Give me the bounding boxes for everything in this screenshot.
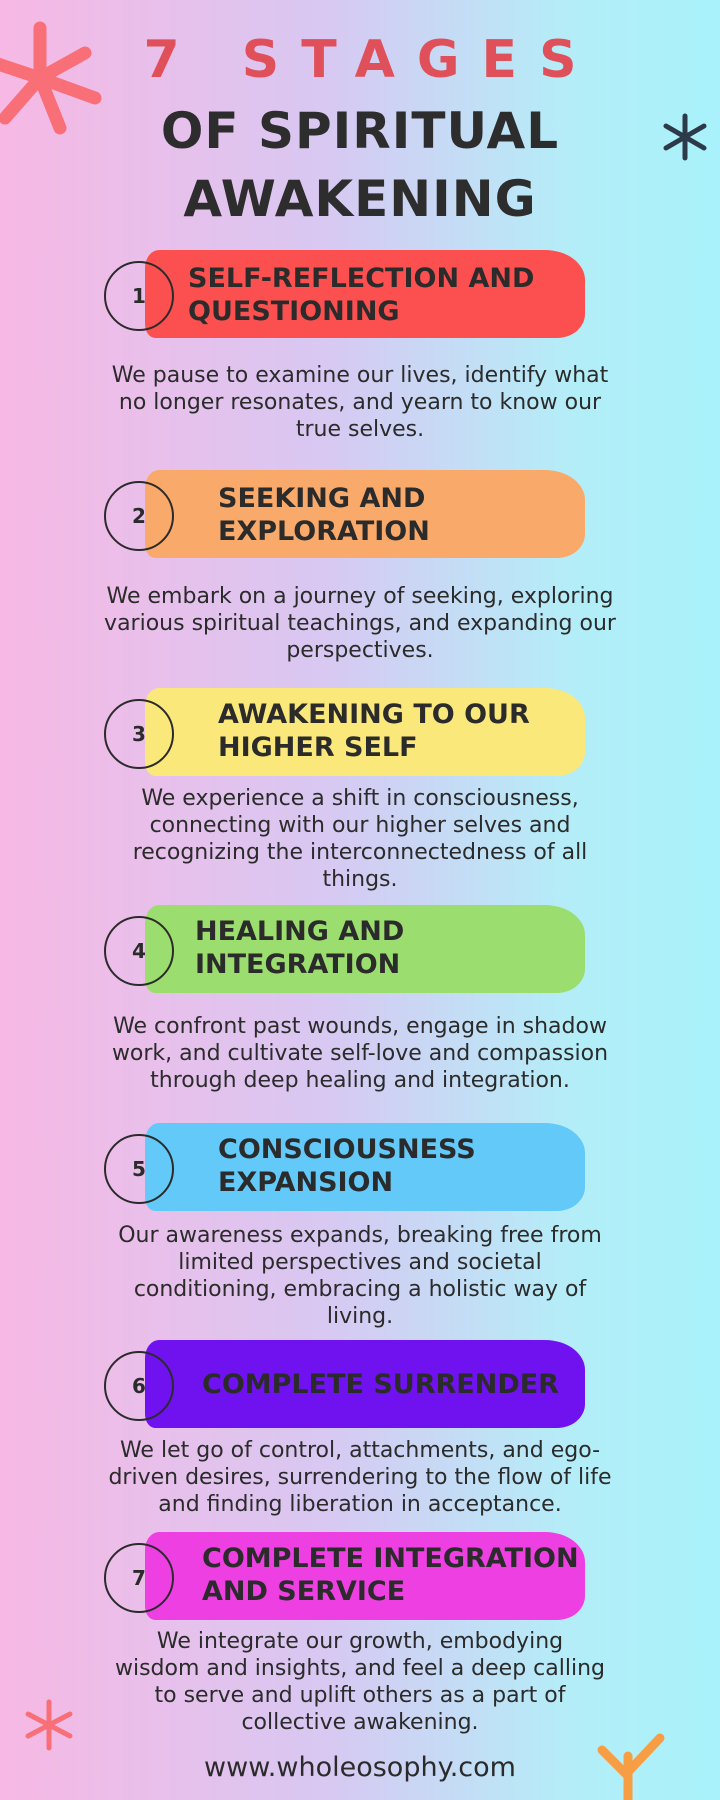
stage-description-line-3: through deep healing and integration. — [150, 1068, 570, 1093]
title-line-1: OF SPIRITUAL — [160, 102, 560, 160]
stage-description-line-4: living. — [326, 1304, 394, 1329]
stage-description-line-4: things. — [322, 867, 398, 892]
stage-number: 4 — [104, 916, 174, 986]
title-main: 7 STAGES — [143, 30, 599, 90]
small-starburst-icon — [25, 1699, 73, 1751]
stage-title-line-2: AND SERVICE — [202, 1576, 406, 1607]
stage-title-line-2: EXPANSION — [218, 1167, 394, 1198]
stage-description-line-1: We integrate our growth, embodying — [156, 1629, 564, 1654]
stage-banner — [145, 688, 585, 776]
stage-banner — [145, 470, 585, 558]
stage-description-line-2: wisdom and insights, and feel a deep cal… — [114, 1656, 605, 1681]
starburst-icon — [0, 21, 102, 135]
stage-description-line-2: connecting with our higher selves and — [149, 813, 571, 838]
stage-description-line-1: We pause to examine our lives, identify … — [111, 363, 609, 388]
stage-description-line-2: limited perspectives and societal — [178, 1250, 542, 1275]
stage-number: 2 — [104, 481, 174, 551]
stage-description-line-3: and finding liberation in acceptance. — [158, 1492, 562, 1517]
stage-description-line-3: true selves. — [295, 417, 425, 442]
stage-title-line-1: SEEKING AND — [218, 483, 426, 514]
stage-title-line-2: QUESTIONING — [188, 296, 400, 327]
stage-description-line-1: Our awareness expands, breaking free fro… — [118, 1223, 602, 1248]
stage-title-line-2: HIGHER SELF — [218, 732, 418, 763]
stage-number: 5 — [104, 1134, 174, 1204]
stage-number: 3 — [104, 699, 174, 769]
sprout-icon — [597, 1733, 665, 1800]
stage-description-line-3: perspectives. — [286, 638, 434, 663]
stage-title-line-1: SELF-REFLECTION AND — [188, 263, 535, 294]
stage-description-line-2: various spiritual teachings, and expandi… — [104, 611, 616, 636]
stage-banner — [145, 1123, 585, 1211]
stage-description-line-1: We embark on a journey of seeking, explo… — [106, 584, 614, 609]
stage-description-line-1: We let go of control, attachments, and e… — [119, 1438, 601, 1463]
title-line-2: AWAKENING — [183, 170, 537, 228]
stage-title-line-1: COMPLETE SURRENDER — [202, 1369, 559, 1400]
stage-title-line-1: HEALING AND — [195, 916, 405, 947]
stage-banner — [145, 905, 585, 993]
stage-title-line-1: AWAKENING TO OUR — [218, 699, 530, 730]
stage-banner — [145, 250, 585, 338]
stage-number: 7 — [104, 1543, 174, 1613]
stage-number: 1 — [104, 261, 174, 331]
stage-number: 6 — [104, 1351, 174, 1421]
stage-title-line-2: INTEGRATION — [195, 949, 401, 980]
stage-title-line-2: EXPLORATION — [218, 516, 430, 547]
stage-description-line-1: We confront past wounds, engage in shado… — [113, 1014, 607, 1039]
stage-description-line-3: conditioning, embracing a holistic way o… — [133, 1277, 587, 1302]
stage-description-line-3: to serve and uplift others as a part of — [154, 1683, 566, 1708]
footer-website[interactable]: www.wholeosophy.com — [204, 1752, 516, 1783]
stage-description-line-2: driven desires, surrendering to the flow… — [108, 1465, 612, 1490]
stage-description-line-2: work, and cultivate self-love and compas… — [111, 1041, 609, 1066]
stage-banner — [145, 1532, 585, 1620]
stage-title-line-1: CONSCIOUSNESS — [218, 1134, 476, 1165]
asterisk-icon — [663, 113, 707, 161]
stage-title-line-1: COMPLETE INTEGRATION — [202, 1543, 579, 1574]
stage-description-line-4: collective awakening. — [241, 1710, 479, 1735]
stage-description-line-3: recognizing the interconnectedness of al… — [132, 840, 588, 865]
stage-banner — [145, 1340, 585, 1428]
stage-description-line-2: no longer resonates, and yearn to know o… — [118, 390, 602, 415]
stage-description-line-1: We experience a shift in consciousness, — [141, 786, 579, 811]
